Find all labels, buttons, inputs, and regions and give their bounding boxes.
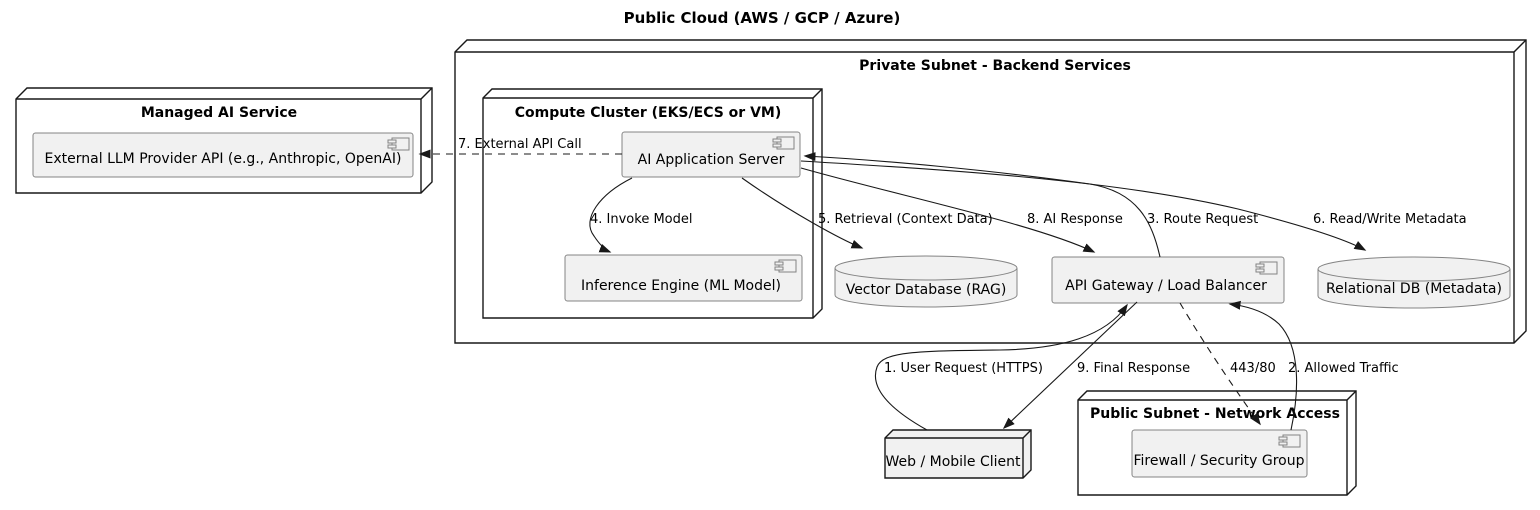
relational-db: Relational DB (Metadata) xyxy=(1317,256,1511,309)
component-icon xyxy=(774,259,797,273)
external-llm-label: External LLM Provider API (e.g., Anthrop… xyxy=(45,151,402,167)
edge-retrieval xyxy=(741,177,864,249)
vector-db-cylinder-lid xyxy=(834,267,1018,281)
edge-label-retrieval: 5. Retrieval (Context Data) xyxy=(818,212,993,227)
ai-app-server-label: AI Application Server xyxy=(638,152,785,168)
compute-cluster-node: Compute Cluster (EKS/ECS or VM) AI Appli… xyxy=(482,88,823,319)
web-client-box xyxy=(884,429,1032,479)
component-icon xyxy=(387,137,410,151)
edge-label-final-response: 9. Final Response xyxy=(1077,361,1190,376)
external-llm-component: External LLM Provider API (e.g., Anthrop… xyxy=(32,132,414,178)
edge-label-user-request: 1. User Request (HTTPS) xyxy=(884,361,1043,376)
component-icon xyxy=(1278,434,1301,448)
diagram-title: Public Cloud (AWS / GCP / Azure) xyxy=(624,9,901,27)
edge-port-443-80 xyxy=(1179,302,1261,426)
web-client-box-edges xyxy=(885,429,1032,478)
vector-db-cylinder xyxy=(834,255,1018,308)
inference-engine-component: Inference Engine (ML Model) xyxy=(564,254,803,302)
managed-ai-service-title: Managed AI Service xyxy=(141,105,297,121)
edge-invoke-model xyxy=(589,177,633,253)
edge-label-route-request: 3. Route Request xyxy=(1147,212,1258,227)
edges xyxy=(418,149,1367,431)
relational-db-cylinder xyxy=(1317,256,1511,309)
edge-allowed-traffic xyxy=(1228,300,1298,431)
firewall-component: Firewall / Security Group xyxy=(1131,429,1308,478)
inference-engine-label: Inference Engine (ML Model) xyxy=(581,278,781,294)
edge-label-allowed-traffic: 2. Allowed Traffic xyxy=(1288,361,1399,376)
firewall-box xyxy=(1131,429,1308,478)
edge-read-write-metadata xyxy=(800,160,1367,251)
component-icon xyxy=(772,136,795,150)
managed-ai-service-node: Managed AI Service External LLM Provider… xyxy=(15,87,433,194)
edge-label-invoke-model: 4. Invoke Model xyxy=(590,212,692,227)
component-icon xyxy=(1255,261,1278,275)
vector-db: Vector Database (RAG) xyxy=(834,255,1018,308)
edge-label-ai-response: 8. AI Response xyxy=(1027,212,1123,227)
firewall-label: Firewall / Security Group xyxy=(1134,453,1305,469)
relational-db-label: Relational DB (Metadata) xyxy=(1326,281,1502,297)
public-subnet-box-edges xyxy=(1078,390,1357,495)
edge-user-request xyxy=(874,303,1128,431)
relational-db-cylinder-lid xyxy=(1317,268,1511,282)
api-gateway-component: API Gateway / Load Balancer xyxy=(1051,256,1285,304)
external-llm-box xyxy=(32,132,414,178)
edge-route-request xyxy=(803,152,1161,258)
private-subnet-title: Private Subnet - Backend Services xyxy=(859,58,1131,74)
web-client-label: Web / Mobile Client xyxy=(885,454,1021,470)
edge-label-port: 443/80 xyxy=(1230,361,1276,376)
public-subnet-title: Public Subnet - Network Access xyxy=(1090,406,1340,422)
compute-cluster-title: Compute Cluster (EKS/ECS or VM) xyxy=(515,105,782,121)
compute-cluster-box-edges xyxy=(483,88,823,318)
vector-db-label: Vector Database (RAG) xyxy=(846,282,1007,298)
public-subnet-node: Public Subnet - Network Access Firewall … xyxy=(1077,390,1357,496)
ai-app-server-component: AI Application Server xyxy=(621,131,801,178)
web-client-node: Web / Mobile Client xyxy=(884,429,1032,479)
edge-label-read-write-metadata: 6. Read/Write Metadata xyxy=(1313,212,1467,227)
api-gateway-box xyxy=(1051,256,1285,304)
edge-final-response xyxy=(1002,301,1138,430)
edge-labels: 1. User Request (HTTPS) 2. Allowed Traff… xyxy=(458,137,1467,376)
managed-ai-service-box-edges xyxy=(16,87,433,193)
edge-ai-response xyxy=(800,167,1096,253)
private-subnet-box-edges xyxy=(455,39,1527,343)
inference-engine-box xyxy=(564,254,803,302)
edge-label-external-api-call: 7. External API Call xyxy=(458,137,582,152)
api-gateway-label: API Gateway / Load Balancer xyxy=(1065,278,1267,294)
